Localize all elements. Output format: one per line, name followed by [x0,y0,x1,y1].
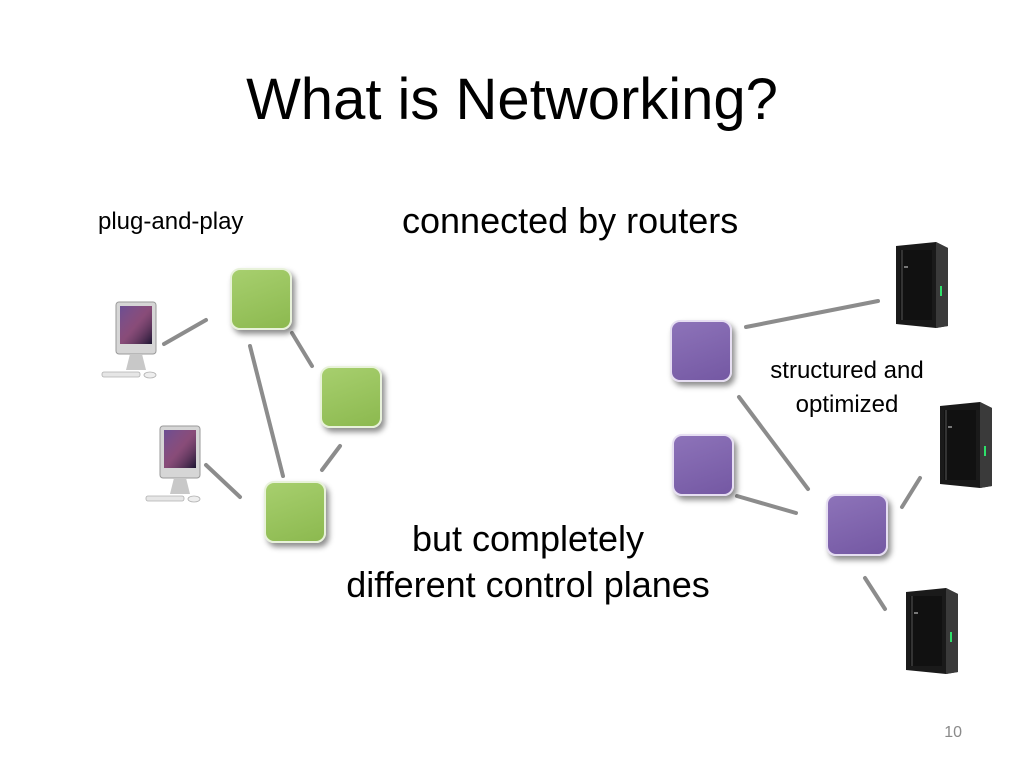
structured-line-2: optimized [795,391,899,418]
control-planes-line-1: but completely [411,518,645,559]
link-green1-green3 [248,344,285,478]
purple-router-node-2 [672,434,734,496]
link-computer2-green3 [204,463,242,499]
plug-and-play-label: plug-and-play [98,208,244,235]
tower-server-icon [906,588,958,674]
link-purple1-server1 [744,299,880,329]
structured-optimized-label: structured and optimized [742,354,952,422]
purple-router-node-1 [670,320,732,382]
imac-computer-icon [101,301,157,379]
imac-computer-icon [145,425,201,503]
green-router-node-2 [320,366,382,428]
control-planes-line-2: different control planes [346,564,710,605]
page-number: 10 [944,724,962,741]
link-green1-green2 [290,331,314,368]
link-purple3-server2 [900,476,922,509]
link-purple1-purple3 [737,395,810,491]
green-router-node-3 [264,481,326,543]
link-green2-green3 [320,444,342,472]
connected-by-routers-label: connected by routers [402,200,739,241]
tower-server-icon [940,402,992,488]
purple-router-node-3 [826,494,888,556]
link-computer1-green1 [162,318,208,346]
control-planes-label: but completely different control planes [288,516,768,608]
green-router-node-1 [230,268,292,330]
tower-server-icon [896,242,948,328]
slide-title: What is Networking? [246,67,778,132]
structured-line-1: structured and [770,357,924,384]
link-purple2-purple3 [735,494,798,515]
link-purple3-server3 [863,576,887,611]
